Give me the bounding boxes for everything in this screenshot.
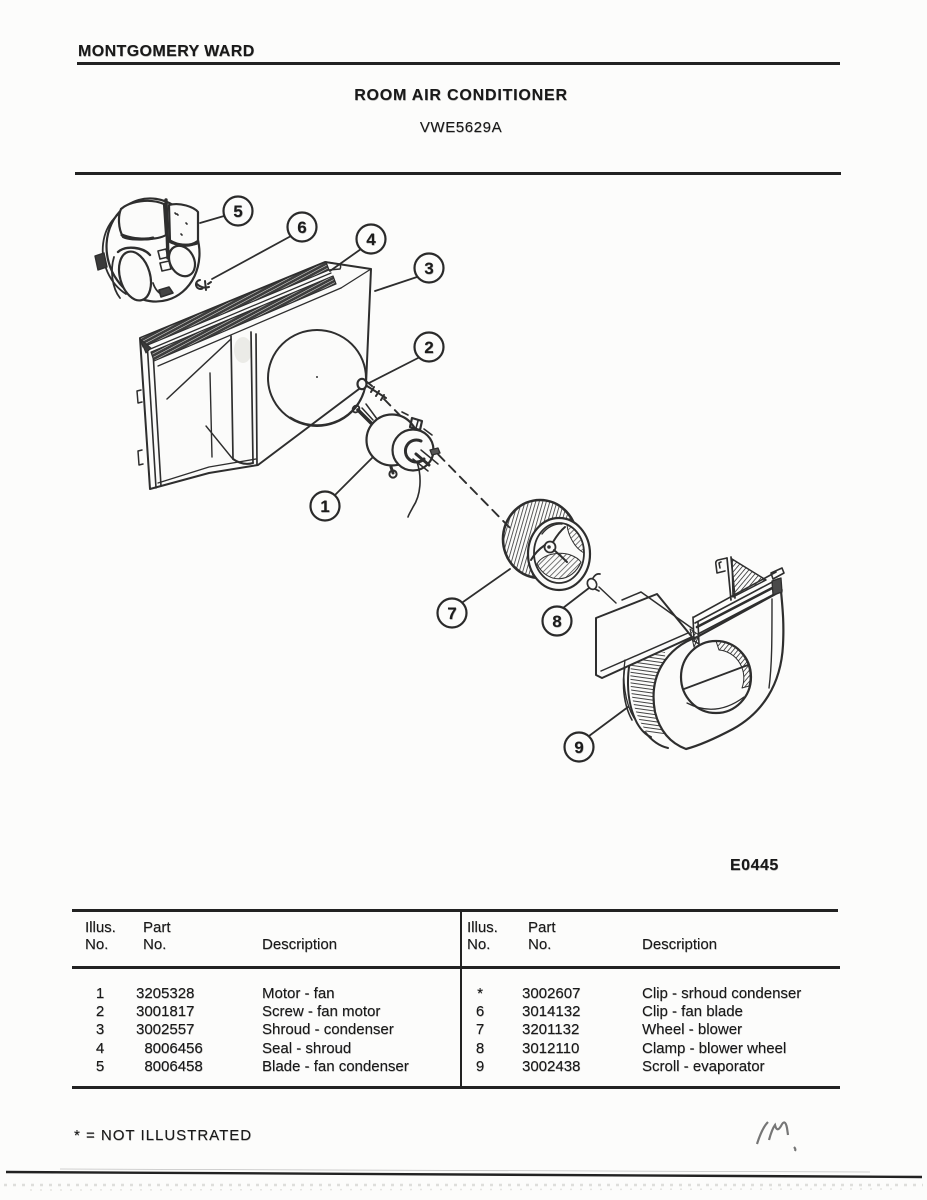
svg-text:9: 9 [574, 738, 583, 757]
svg-text:7: 7 [447, 604, 456, 623]
svg-text:1: 1 [320, 497, 329, 516]
svg-text:4: 4 [366, 230, 376, 249]
svg-text:8: 8 [552, 612, 561, 631]
svg-text:6: 6 [297, 218, 306, 237]
svg-text:3: 3 [424, 259, 433, 278]
svg-text:2: 2 [424, 338, 433, 357]
svg-text:5: 5 [233, 202, 242, 221]
